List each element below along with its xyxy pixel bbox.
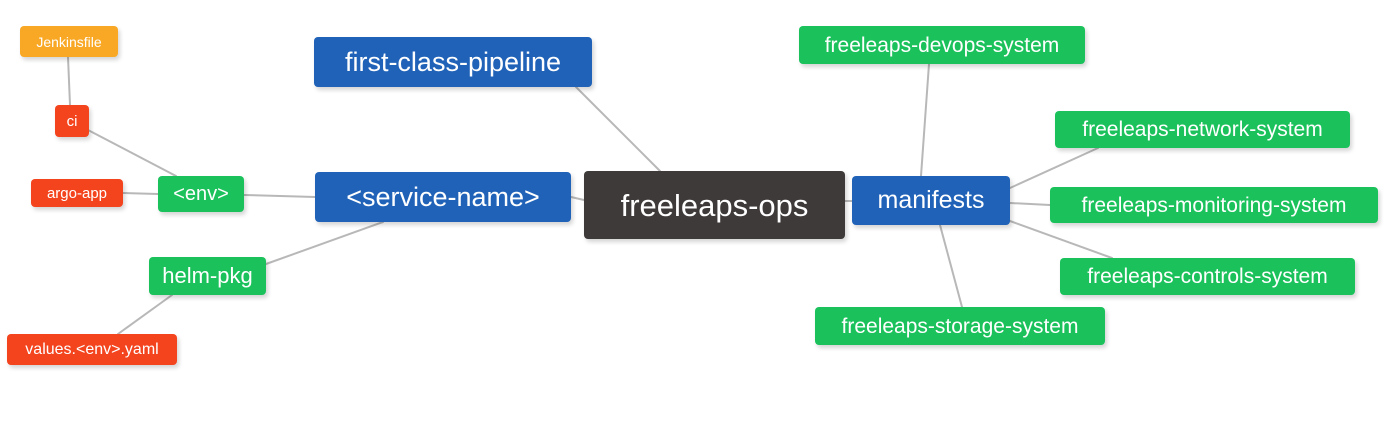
mindmap-node-first-class-pipeline[interactable]: first-class-pipeline [314,37,592,87]
node-label-monitoring-system: freeleaps-monitoring-system [1081,193,1347,217]
node-label-devops-system: freeleaps-devops-system [824,33,1060,57]
node-label-service-name: <service-name> [346,181,540,212]
node-label-manifests: manifests [877,186,985,214]
node-label-network-system: freeleaps-network-system [1082,118,1323,141]
edge-manifests-to-monitoring-system [1009,202,1051,206]
mindmap-node-service-name[interactable]: <service-name> [315,172,571,222]
mindmap-node-controls-system[interactable]: freeleaps-controls-system [1060,258,1355,295]
edge-service-name-to-env [243,194,316,198]
node-label-helm-pkg: helm-pkg [162,263,253,288]
mindmap-node-monitoring-system[interactable]: freeleaps-monitoring-system [1050,187,1378,223]
edge-first-class-pipeline-to-root [575,86,661,172]
mindmap-node-env[interactable]: <env> [158,176,244,212]
node-label-jenkinsfile: Jenkinsfile [36,33,102,50]
node-label-argo-app: argo-app [46,184,108,202]
edge-manifests-to-storage-system [939,224,963,308]
node-label-values-yaml: values.<env>.yaml [25,340,159,358]
mindmap-node-root[interactable]: freeleaps-ops [584,171,845,239]
mindmap-node-argo-app[interactable]: argo-app [31,179,123,207]
node-label-ci: ci [66,112,78,130]
edge-helm-pkg-to-values-yaml [117,294,173,335]
edge-manifests-to-network-system [1009,147,1099,189]
edge-root-to-service-name [570,196,585,201]
mindmap-node-jenkinsfile[interactable]: Jenkinsfile [20,26,118,57]
mindmap-node-helm-pkg[interactable]: helm-pkg [149,257,266,295]
edge-service-name-to-helm-pkg [265,221,384,265]
mindmap-node-values-yaml[interactable]: values.<env>.yaml [7,334,177,365]
node-label-env: <env> [173,183,229,205]
mindmap-node-network-system[interactable]: freeleaps-network-system [1055,111,1350,148]
mindmap-node-manifests[interactable]: manifests [852,176,1010,225]
mindmap-node-storage-system[interactable]: freeleaps-storage-system [815,307,1105,345]
node-label-first-class-pipeline: first-class-pipeline [344,46,562,77]
mindmap-node-ci[interactable]: ci [55,105,89,137]
edge-env-to-argo-app [122,192,159,195]
edge-env-to-ci [87,129,177,177]
node-label-controls-system: freeleaps-controls-system [1087,265,1328,288]
edge-manifests-to-devops-system [920,63,930,177]
mindmap-node-devops-system[interactable]: freeleaps-devops-system [799,26,1085,64]
node-label-storage-system: freeleaps-storage-system [841,314,1079,338]
node-label-root: freeleaps-ops [620,187,809,223]
edge-manifests-to-controls-system [1009,220,1113,259]
edge-ci-to-jenkinsfile [67,56,71,106]
